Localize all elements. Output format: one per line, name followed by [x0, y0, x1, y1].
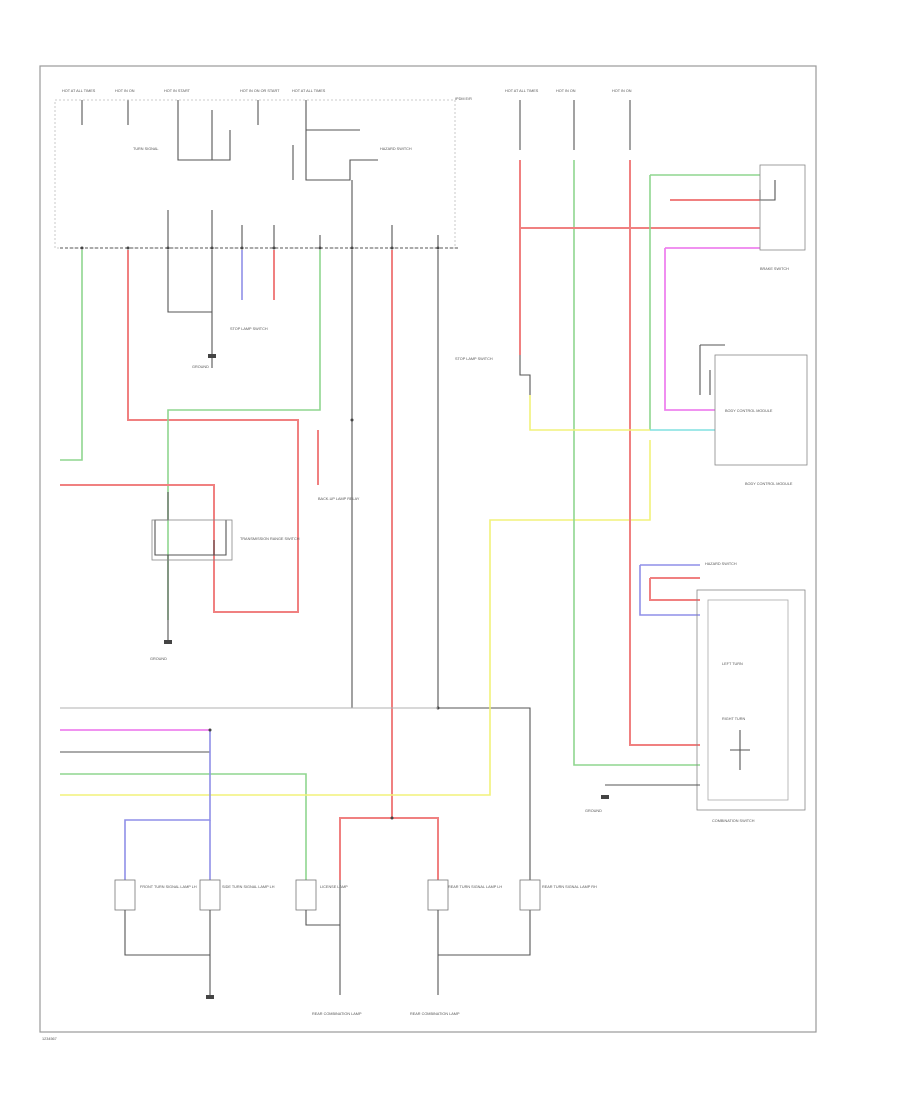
license-lamp: LICENSE LAMP REAR COMBINATION LAMP	[295, 879, 362, 1016]
rear-turn-rh-label: REAR TURN SIGNAL LAMP RH	[542, 885, 597, 889]
side-turn-lh-label: SIDE TURN SIGNAL LAMP LH	[222, 885, 275, 889]
bcm-caption: BODY CONTROL MODULE	[745, 482, 793, 486]
rear-comb-lamp-left-label: REAR COMBINATION LAMP	[312, 1012, 362, 1016]
back-up-lamp-relay-label: BACK-UP LAMP RELAY	[318, 497, 360, 501]
module-caption: COMBINATION SWITCH	[712, 819, 755, 823]
footer-code: 1234567	[42, 1037, 57, 1041]
ground-left-label: GROUND	[192, 365, 209, 369]
rear-turn-signal-lamp-lh: REAR TURN SIGNAL LAMP LH REAR COMBINATIO…	[410, 879, 531, 1016]
left-harness: BACK-UP LAMP RELAY GROUND STOP LAMP SWIT…	[60, 250, 531, 880]
fuse-label-5: HOT AT ALL TIMES	[292, 89, 326, 93]
stop-lamp-switch-right-label: STOP LAMP SWITCH	[455, 357, 493, 361]
front-turn-signal-lamp-lh: FRONT TURN SIGNAL LAMP LH	[114, 879, 210, 956]
rear-comb-lamp-right-label: REAR COMBINATION LAMP	[410, 1012, 460, 1016]
left-turn-label: LEFT TURN	[722, 662, 743, 666]
turn-signal-label: TURN SIGNAL	[133, 147, 159, 151]
right-turn-label: RIGHT TURN	[722, 717, 746, 721]
hazard-switch-label: HAZARD SWITCH	[380, 147, 412, 151]
license-lamp-label: LICENSE LAMP	[320, 885, 348, 889]
lamps-bottom: FRONT TURN SIGNAL LAMP LH SIDE TURN SIGN…	[114, 879, 597, 1016]
front-turn-lh-label: FRONT TURN SIGNAL LAMP LH	[140, 885, 197, 889]
fuse-right-2: HOT IN ON	[556, 89, 576, 93]
stop-lamp-switch-label: STOP LAMP SWITCH	[230, 327, 268, 331]
ground-mid-label: GROUND	[150, 657, 167, 661]
diagram-frame	[39, 65, 817, 1033]
hazard-module: HAZARD SWITCH LEFT TURN RIGHT TURN COMBI…	[585, 562, 806, 823]
side-turn-signal-lamp-lh: SIDE TURN SIGNAL LAMP LH	[199, 879, 275, 999]
bottom-bus	[60, 440, 651, 880]
rear-turn-lh-label: REAR TURN SIGNAL LAMP LH	[448, 885, 502, 889]
rear-turn-signal-lamp-rh: REAR TURN SIGNAL LAMP RH	[519, 879, 597, 911]
ipdm-label: IPDM E/R	[455, 97, 472, 101]
fuse-section-left: HOT AT ALL TIMES HOT IN ON HOT IN START …	[54, 89, 460, 250]
bcm-label: BODY CONTROL MODULE	[725, 409, 773, 413]
fuse-right-1: HOT AT ALL TIMES	[505, 89, 539, 93]
fuse-label-4: HOT IN ON OR START	[240, 89, 280, 93]
transmission-range-label: TRANSMISSION RANGE SWITCH	[240, 537, 300, 541]
hazard-right-label: HAZARD SWITCH	[705, 562, 737, 566]
fuse-right-3: HOT IN ON	[612, 89, 632, 93]
transmission-range-switch: TRANSMISSION RANGE SWITCH GROUND	[60, 484, 300, 661]
fuse-label-2: HOT IN ON	[115, 89, 135, 93]
fuse-section-right: IPDM E/R HOT AT ALL TIMES HOT IN ON HOT …	[455, 89, 808, 766]
fuse-label-1: HOT AT ALL TIMES	[62, 89, 96, 93]
combination-switch-box	[54, 99, 456, 249]
ground-right-label: GROUND	[585, 809, 602, 813]
brake-switch-label: BRAKE SWITCH	[760, 267, 789, 271]
fuse-label-3: HOT IN START	[164, 89, 191, 93]
